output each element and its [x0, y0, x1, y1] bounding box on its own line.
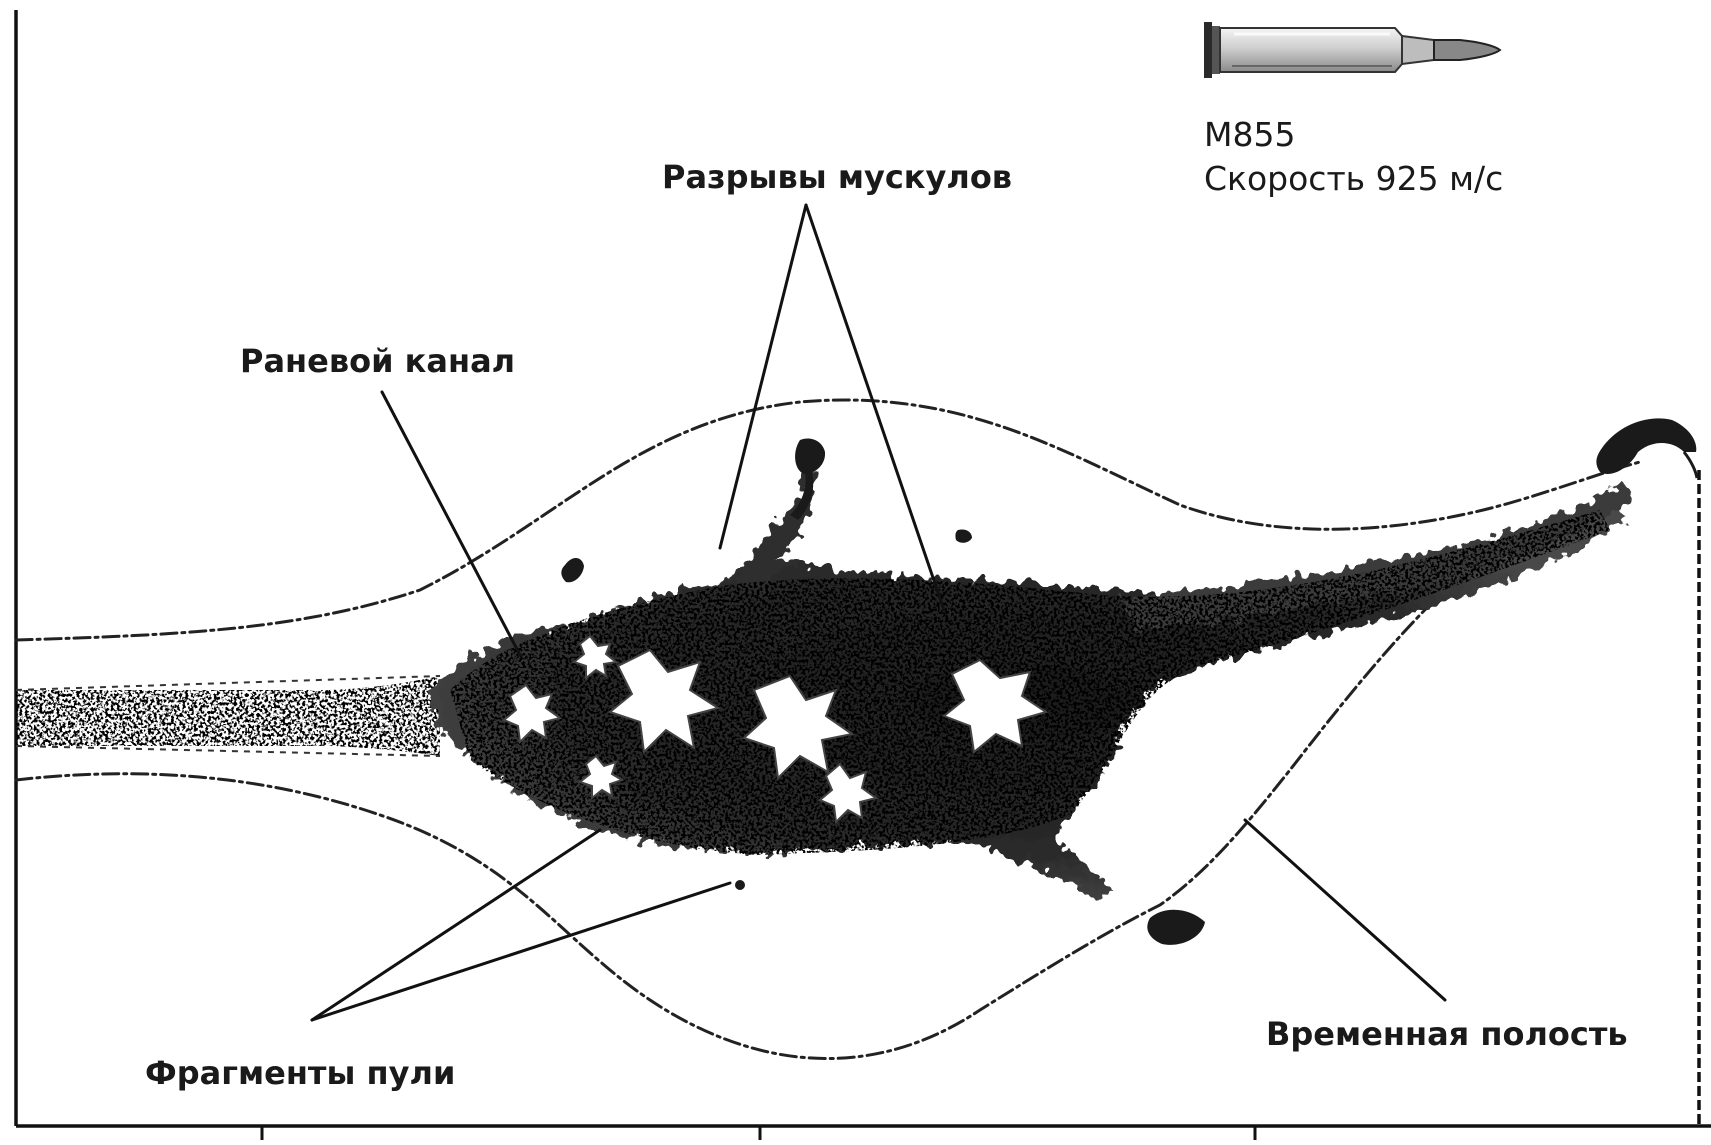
wound-channel	[16, 676, 440, 756]
fragment-dot	[735, 880, 745, 890]
fragment-lower	[1147, 910, 1205, 945]
deformed-bullet	[1596, 418, 1696, 474]
leader-fragments-1	[312, 830, 600, 1020]
fragment-small	[955, 529, 972, 542]
label-bullet-fragments: Фрагменты пули	[145, 1054, 455, 1092]
leader-wound-channel	[382, 392, 520, 655]
cartridge-name: M855	[1204, 115, 1295, 154]
label-temporary-cavity: Временная полость	[1266, 1015, 1628, 1053]
cartridge-velocity: Скорость 925 м/с	[1204, 159, 1503, 198]
leader-temporary-cavity	[1245, 820, 1445, 1000]
fragment-top	[795, 439, 825, 475]
label-wound-channel: Раневой канал	[240, 342, 515, 380]
cartridge-m855-image	[1204, 22, 1500, 78]
tissue-texture	[450, 510, 1610, 855]
leader-fragments-2	[312, 883, 730, 1020]
leader-muscle-tears-left	[720, 205, 806, 548]
fragment-left	[561, 558, 584, 582]
label-muscle-tears: Разрывы мускулов	[662, 158, 1012, 196]
